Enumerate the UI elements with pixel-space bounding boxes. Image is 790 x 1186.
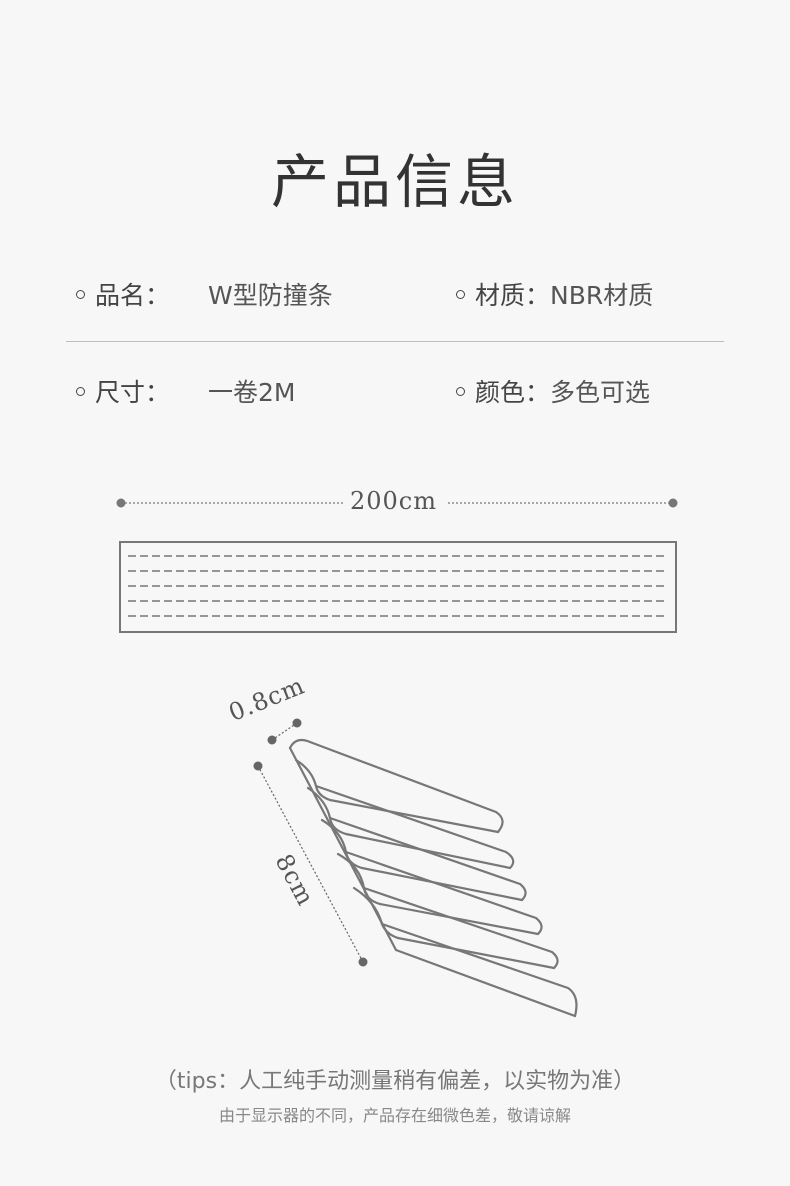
spec-size-label: 尺寸： bbox=[95, 378, 171, 407]
spec-name: 品名： W型防撞条 bbox=[76, 276, 333, 312]
spec-color-value: 多色可选 bbox=[550, 378, 651, 407]
spec-material-label: 材质： bbox=[475, 281, 551, 310]
spec-color-label: 颜色： bbox=[475, 378, 551, 407]
spec-color: 颜色： 多色可选 bbox=[456, 373, 650, 409]
bullet-icon bbox=[76, 289, 85, 299]
width-dimension-line bbox=[253, 761, 368, 967]
bullet-icon bbox=[76, 386, 85, 396]
length-dimension-line bbox=[116, 498, 678, 508]
page-title: 产品信息 bbox=[270, 148, 519, 216]
spec-name-label: 品名： bbox=[95, 281, 171, 310]
spec-material: 材质： NBR材质 bbox=[456, 276, 653, 312]
spec-material-value: NBR材质 bbox=[550, 281, 654, 310]
w-profile-drawing bbox=[288, 738, 578, 1018]
spec-name-value: W型防撞条 bbox=[208, 281, 333, 310]
strip-top-view bbox=[119, 541, 677, 633]
bullet-icon bbox=[456, 386, 465, 396]
length-label: 200cm bbox=[350, 487, 438, 515]
spec-size-value: 一卷2M bbox=[208, 378, 296, 407]
bullet-icon bbox=[456, 289, 465, 299]
tips-measurement: （tips：人工纯手动测量稍有偏差，以实物为准） bbox=[154, 1069, 636, 1094]
divider bbox=[66, 341, 724, 342]
thickness-dimension-line bbox=[267, 718, 302, 745]
tips-color-difference: 由于显示器的不同，产品存在细微色差，敬请谅解 bbox=[218, 1106, 571, 1125]
spec-size: 尺寸： 一卷2M bbox=[76, 373, 296, 409]
